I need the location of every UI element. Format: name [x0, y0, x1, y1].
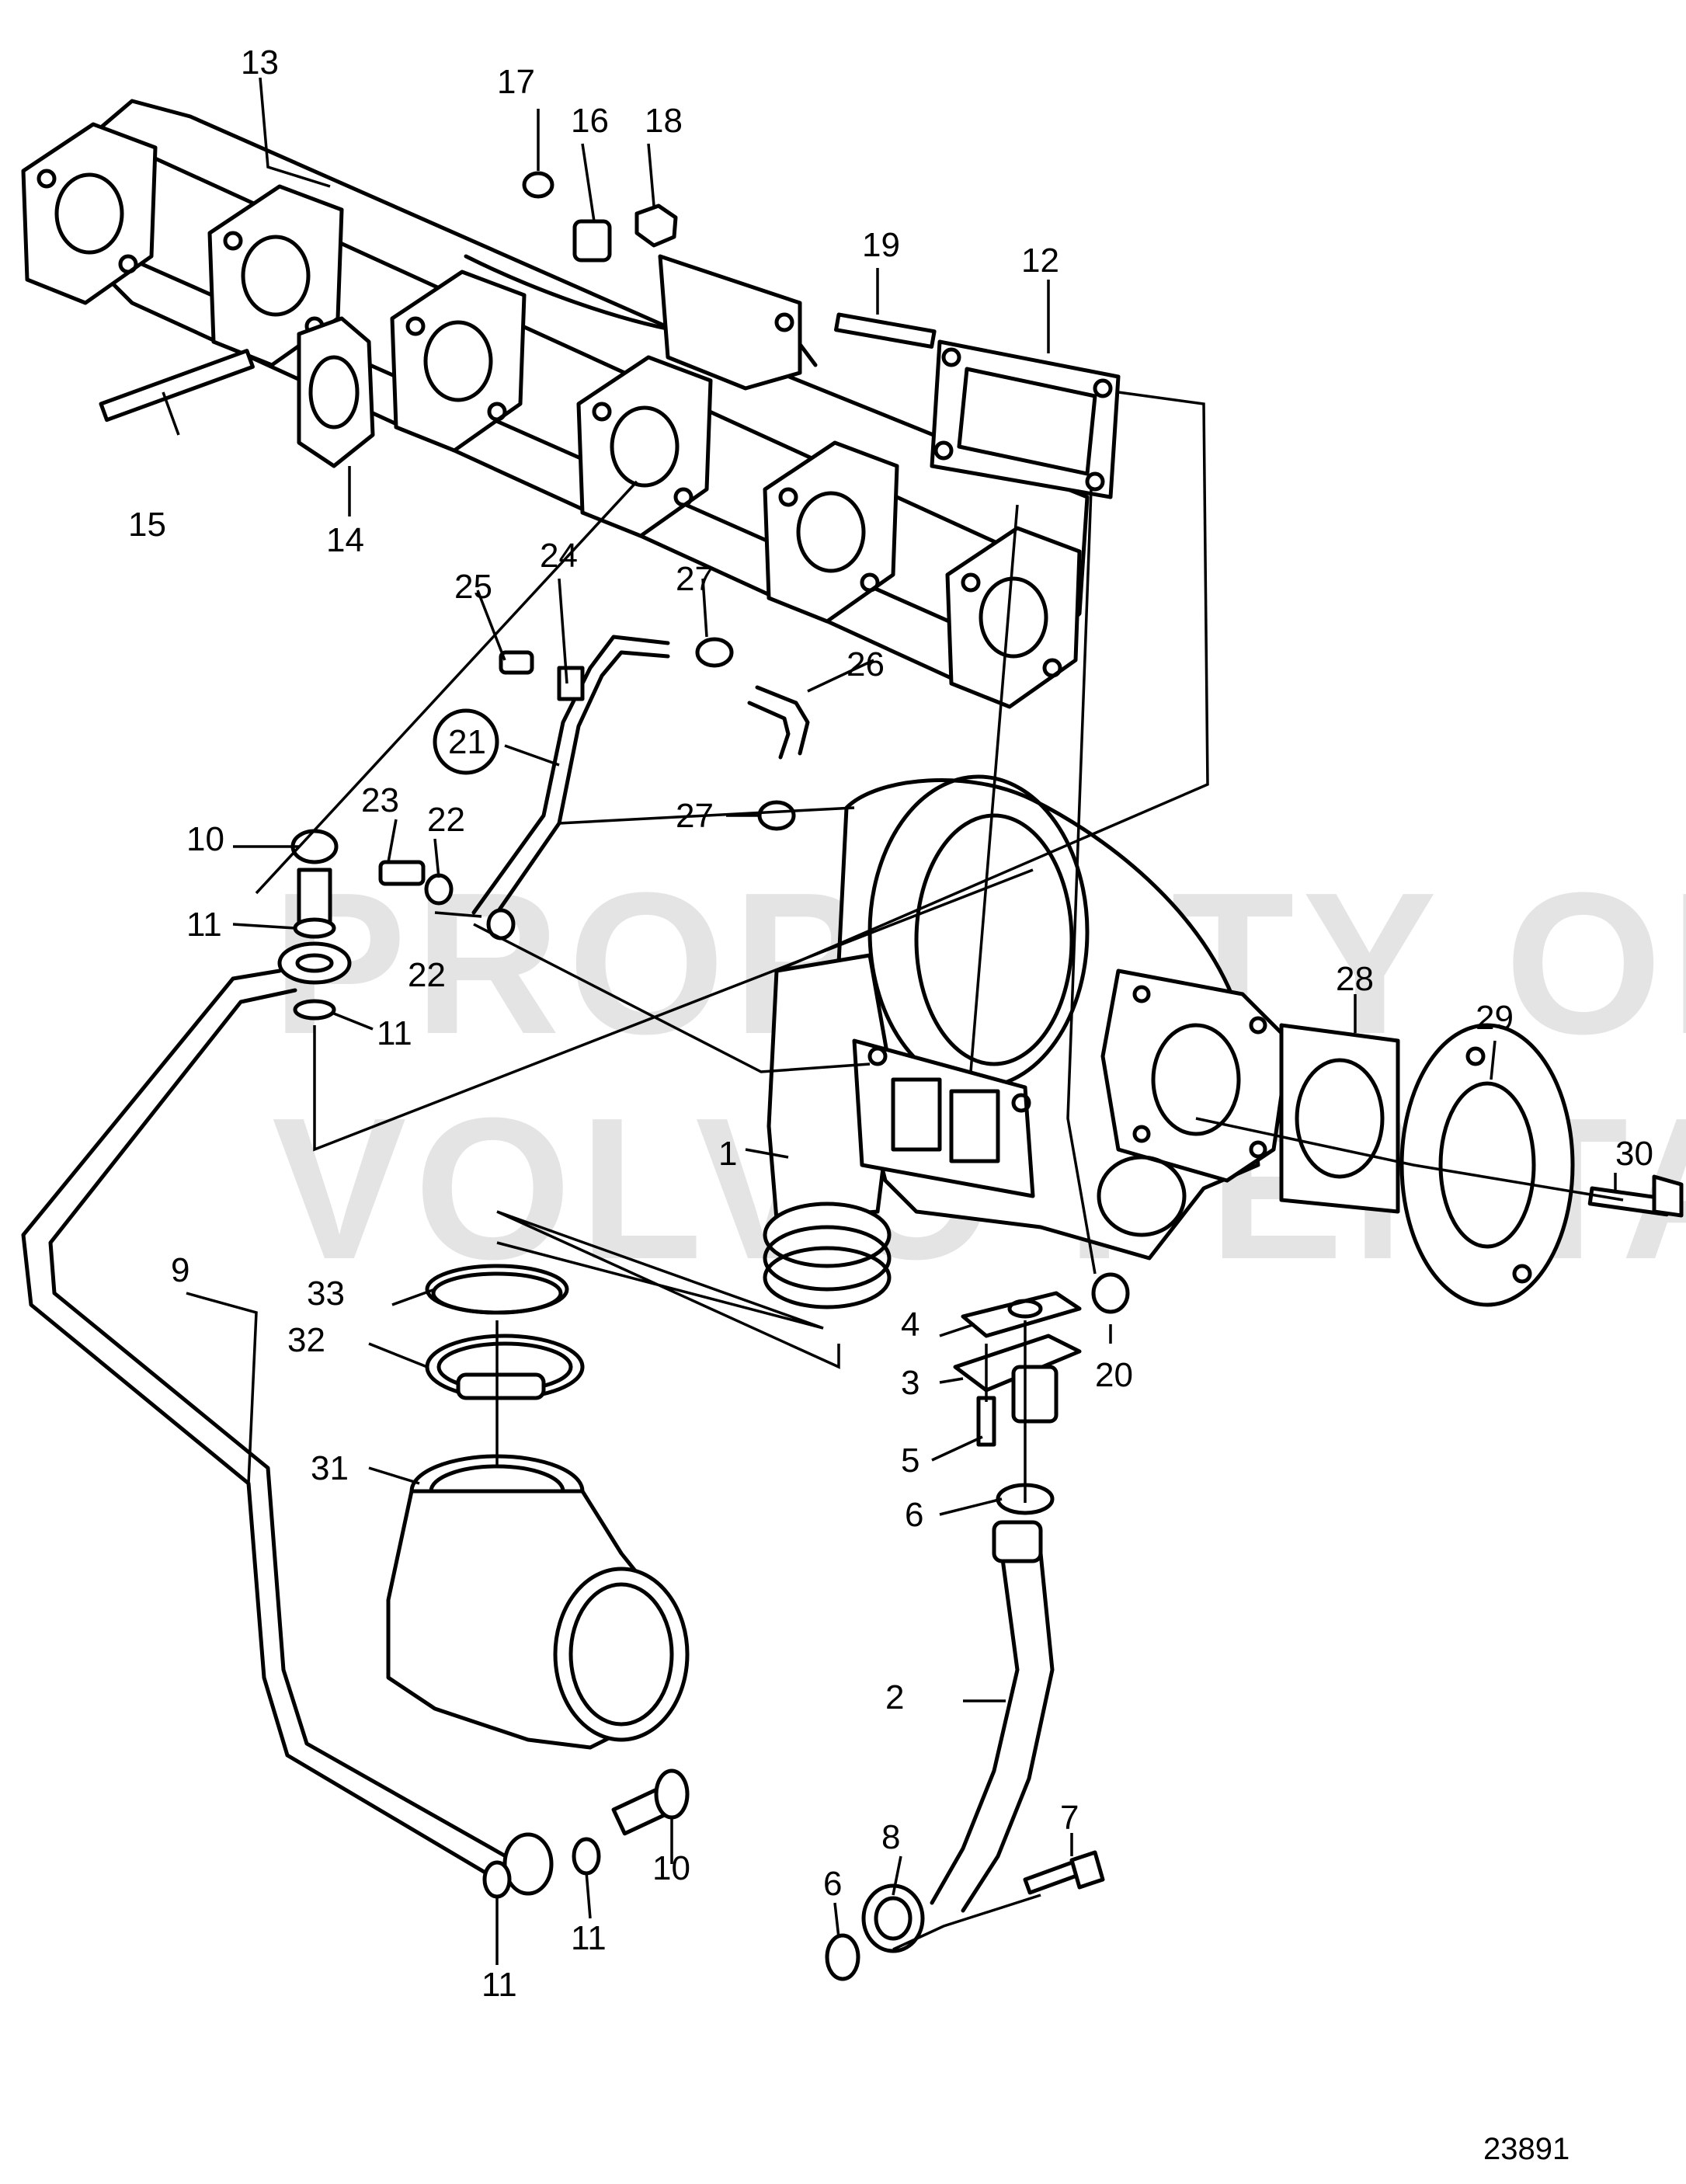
callout-26: 26 [846, 645, 885, 683]
callout-18: 18 [645, 102, 683, 140]
callout-27b: 27 [676, 797, 714, 835]
exhaust-flange [1399, 1023, 1575, 1307]
manifold-flange [576, 355, 713, 538]
callout-29: 29 [1476, 999, 1514, 1037]
callout-12: 12 [1021, 242, 1059, 280]
coolant-pipe [471, 635, 670, 927]
sealing-washer [424, 873, 454, 906]
clamp-bolt [1023, 1850, 1105, 1895]
callout-25: 25 [454, 568, 492, 606]
o-ring [825, 1933, 860, 1981]
manifold-flange [390, 270, 527, 453]
hose-clamp [695, 637, 734, 668]
oil-supply-pipe [21, 941, 554, 1896]
callout-21-circle [433, 708, 499, 775]
exhaust-manifold [21, 99, 1090, 709]
nut [1091, 1272, 1130, 1314]
callout-4: 4 [901, 1306, 919, 1344]
callout-24: 24 [540, 537, 578, 575]
callout-17: 17 [497, 63, 535, 101]
washer [522, 171, 554, 199]
stud [834, 312, 937, 349]
callout-6b: 6 [823, 1865, 842, 1903]
callout-5: 5 [901, 1442, 919, 1480]
callout-23: 23 [361, 781, 399, 819]
hose-clamp-band [425, 1334, 585, 1400]
manifold-flange [21, 122, 158, 305]
callout-31: 31 [311, 1449, 349, 1487]
sealing-washer [482, 1860, 512, 1899]
drain-flange-gasket [961, 1291, 1082, 1338]
oil-return-pipe [930, 1520, 1055, 1913]
flange-bolt [1587, 1174, 1684, 1218]
intake-elbow-adapter [386, 1454, 690, 1750]
drawing-number: 23891 [1483, 2132, 1570, 2166]
outlet-gasket [1279, 1023, 1400, 1214]
callout-32: 32 [287, 1321, 325, 1359]
callout-13: 13 [241, 43, 279, 82]
callout-19: 19 [862, 226, 900, 264]
spacer-sleeve [572, 219, 612, 263]
sealing-washer [572, 1837, 601, 1876]
callout-11c: 11 [571, 1919, 607, 1957]
callout-7: 7 [1060, 1799, 1079, 1837]
callout-14: 14 [326, 521, 364, 559]
sealing-washer [293, 999, 336, 1021]
drain-flange [953, 1334, 1082, 1424]
banjo-screw [378, 860, 426, 886]
callout-33: 33 [307, 1275, 345, 1313]
callout-30: 30 [1615, 1135, 1653, 1173]
callout-1: 1 [718, 1135, 737, 1173]
callout-2: 2 [885, 1678, 904, 1716]
callout-27a: 27 [676, 560, 714, 598]
banjo-bolt [611, 1768, 690, 1836]
callout-labels: 13 17 16 18 19 12 15 14 25 24 27 26 21 2… [128, 43, 1653, 2004]
nut [634, 203, 678, 248]
manifold-gasket [297, 316, 375, 468]
callout-16: 16 [571, 102, 609, 140]
callout-11d: 11 [481, 1966, 517, 2004]
pipe-seal-sleeve [861, 1883, 925, 1953]
callout-10b: 10 [652, 1849, 690, 1887]
manifold-stud [99, 349, 255, 423]
callout-20: 20 [1095, 1356, 1133, 1394]
clip-screw [499, 650, 534, 675]
sealing-ring [425, 1264, 569, 1315]
callout-10a: 10 [186, 820, 224, 858]
callout-11a: 11 [186, 906, 222, 944]
callout-3: 3 [901, 1364, 919, 1402]
turbo-flange-gasket [930, 339, 1121, 499]
callout-22a: 22 [427, 801, 465, 839]
callout-21: 21 [448, 723, 486, 761]
callout-8: 8 [881, 1818, 900, 1856]
callout-22b: 22 [408, 956, 446, 994]
leader-lines [162, 77, 1624, 1965]
callout-15: 15 [128, 506, 166, 544]
sealing-washer [293, 917, 336, 939]
manifold-flange [945, 526, 1082, 709]
hose [747, 685, 810, 760]
callout-6a: 6 [905, 1496, 923, 1534]
hose-clamp [757, 800, 796, 831]
callout-9: 9 [171, 1251, 189, 1289]
callout-28: 28 [1336, 960, 1374, 998]
callout-11b: 11 [377, 1014, 412, 1052]
pipe-clip [557, 666, 585, 701]
manifold-flange [763, 440, 899, 624]
